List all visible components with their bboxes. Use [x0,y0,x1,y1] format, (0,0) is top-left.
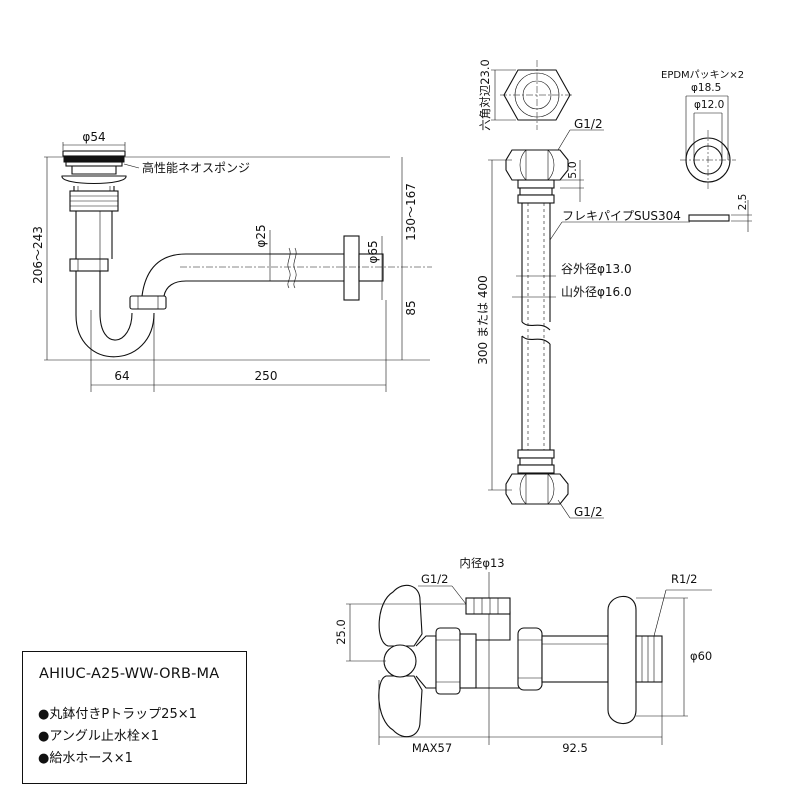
list-item: ●給水ホース×1 [38,751,133,766]
dim-valve-max57: MAX57 [412,741,452,755]
dim-206-243: 206～243 [31,226,45,284]
drain-collar [73,186,115,192]
drain-ring [65,161,123,167]
handle-neck [415,635,437,689]
drain-body [71,166,117,175]
dim-5: 5.0 [566,161,579,179]
wall-escutcheon [343,235,360,301]
valve-r-thread [635,635,663,683]
dim-phi25: φ25 [254,224,268,247]
valve-thread-g: G1/2 [421,572,448,586]
dim-valve-phi60: φ60 [690,649,712,663]
handle-top-arm [378,584,423,647]
sponge-gasket [63,156,125,163]
valve-top-thread [465,597,511,615]
wall-pipe-end [358,253,384,282]
gasket-view: EPDMパッキン×2 φ18.5 φ12.0 2.5 [661,69,752,232]
valve-inner-dia: 内径φ13 [459,556,504,570]
flex-pipe-label: フレキパイプSUS304 [562,209,681,223]
dim-gasket-inner: φ12.0 [694,99,724,111]
list-item: ●アングル止水栓×1 [38,729,159,744]
p-trap-drawing: φ54 高性能ネオスポンジ 206～243 φ25 φ65 130～167 85… [31,130,432,392]
model-number: AHIUC-A25-WW-ORB-MA [39,666,220,682]
gasket-label: EPDMパッキン×2 [661,69,744,81]
dim-hose-length: 300 または 400 [476,275,490,364]
slip-nut [69,258,109,272]
valve-escutcheon [607,595,637,725]
sponge-label: 高性能ネオスポンジ [142,160,250,175]
drain-nut [61,175,127,185]
thread-bottom: G1/2 [574,505,603,519]
flex-hose-drawing: G1/2 5.0 フレキパイプSUS304 谷外径φ13.0 山外径φ16.0 … [476,117,690,519]
dim-gasket-outer: φ18.5 [691,82,721,94]
contents-list: ●丸鉢付きPトラップ25×1 ●アングル止水栓×1 ●給水ホース×1 [38,704,197,770]
dim-valve-92-5: 92.5 [562,741,588,755]
dim-64: 64 [114,369,129,383]
dim-85: 85 [404,300,418,315]
hose-top-nut [505,149,569,181]
dim-250: 250 [255,369,278,383]
hose-bottom-nut [505,473,569,505]
valve-bonnet [435,627,461,695]
hex-nut-view: 六角対辺23.0 [478,59,574,131]
outer-dia-label: 山外径φ16.0 [561,285,632,299]
handle-hub [383,644,417,678]
valve-stem-collar [459,633,477,689]
dim-hex-across-flats: 六角対辺23.0 [478,59,492,131]
trap-nut [129,295,167,310]
valve-side-nut [517,627,543,691]
dim-gasket-thickness: 2.5 [737,194,749,211]
list-item: ●丸鉢付きPトラップ25×1 [38,707,197,722]
drain-flange [62,150,126,157]
outlet-arm-lower [163,280,355,297]
thread-top: G1/2 [574,117,603,131]
inner-dia-label: 谷外径φ13.0 [561,262,632,276]
spec-box: AHIUC-A25-WW-ORB-MA ●丸鉢付きPトラップ25×1 ●アングル… [22,651,247,784]
valve-thread-r: R1/2 [671,572,698,586]
dim-phi65: φ65 [366,240,380,263]
valve-extension [541,635,609,683]
handle-bottom-arm [378,675,423,738]
gasket-section [688,214,730,222]
dim-phi54: φ54 [82,130,105,144]
dim-130-167: 130～167 [404,183,418,241]
u-bend-inner [99,271,133,341]
u-bend [75,271,155,358]
dim-valve-25: 25.0 [334,619,348,645]
outlet-arm [141,253,355,297]
angle-valve-drawing: 内径φ13 G1/2 R1/2 25.0 φ60 MAX57 92.5 [334,556,712,755]
